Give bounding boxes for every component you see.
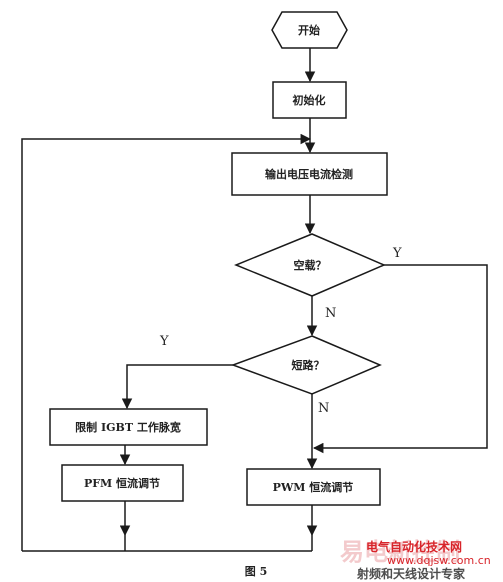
init-label: 初始化: [293, 93, 326, 107]
no-load-no-label: N: [325, 306, 336, 321]
edge-loop-back: [21, 133, 312, 551]
pwm-box: [246, 468, 381, 506]
edge-noload-yes: [312, 264, 488, 454]
watermark-site-name: 电气自动化技术网: [366, 539, 462, 554]
detect-label: 输出电压电流检测: [265, 167, 353, 181]
limit-igbt-box: [49, 408, 208, 446]
start-label: 开始: [298, 23, 320, 37]
short-no-label: N: [318, 401, 329, 416]
no-load-yes-label: Y: [392, 246, 402, 261]
start-terminal: [271, 11, 348, 49]
limit-igbt-label: 限制 IGBT 工作脉宽: [75, 420, 181, 434]
short-circuit-label: 短路？: [292, 358, 325, 372]
pwm-label: PWM 恒流调节: [273, 480, 354, 494]
watermark-url: www.dqjsw.com.cn: [387, 554, 491, 567]
short-yes-label: Y: [159, 334, 169, 349]
no-load-label: 空载？: [294, 258, 327, 272]
figure-caption: 图 5: [245, 565, 267, 578]
watermark-big-text: 易电新控制: [340, 538, 460, 566]
pfm-box: [61, 464, 184, 502]
edge-short-yes: [121, 364, 233, 410]
watermark-tagline: 射频和天线设计专家: [356, 566, 466, 581]
pfm-label: PFM 恒流调节: [84, 476, 160, 490]
